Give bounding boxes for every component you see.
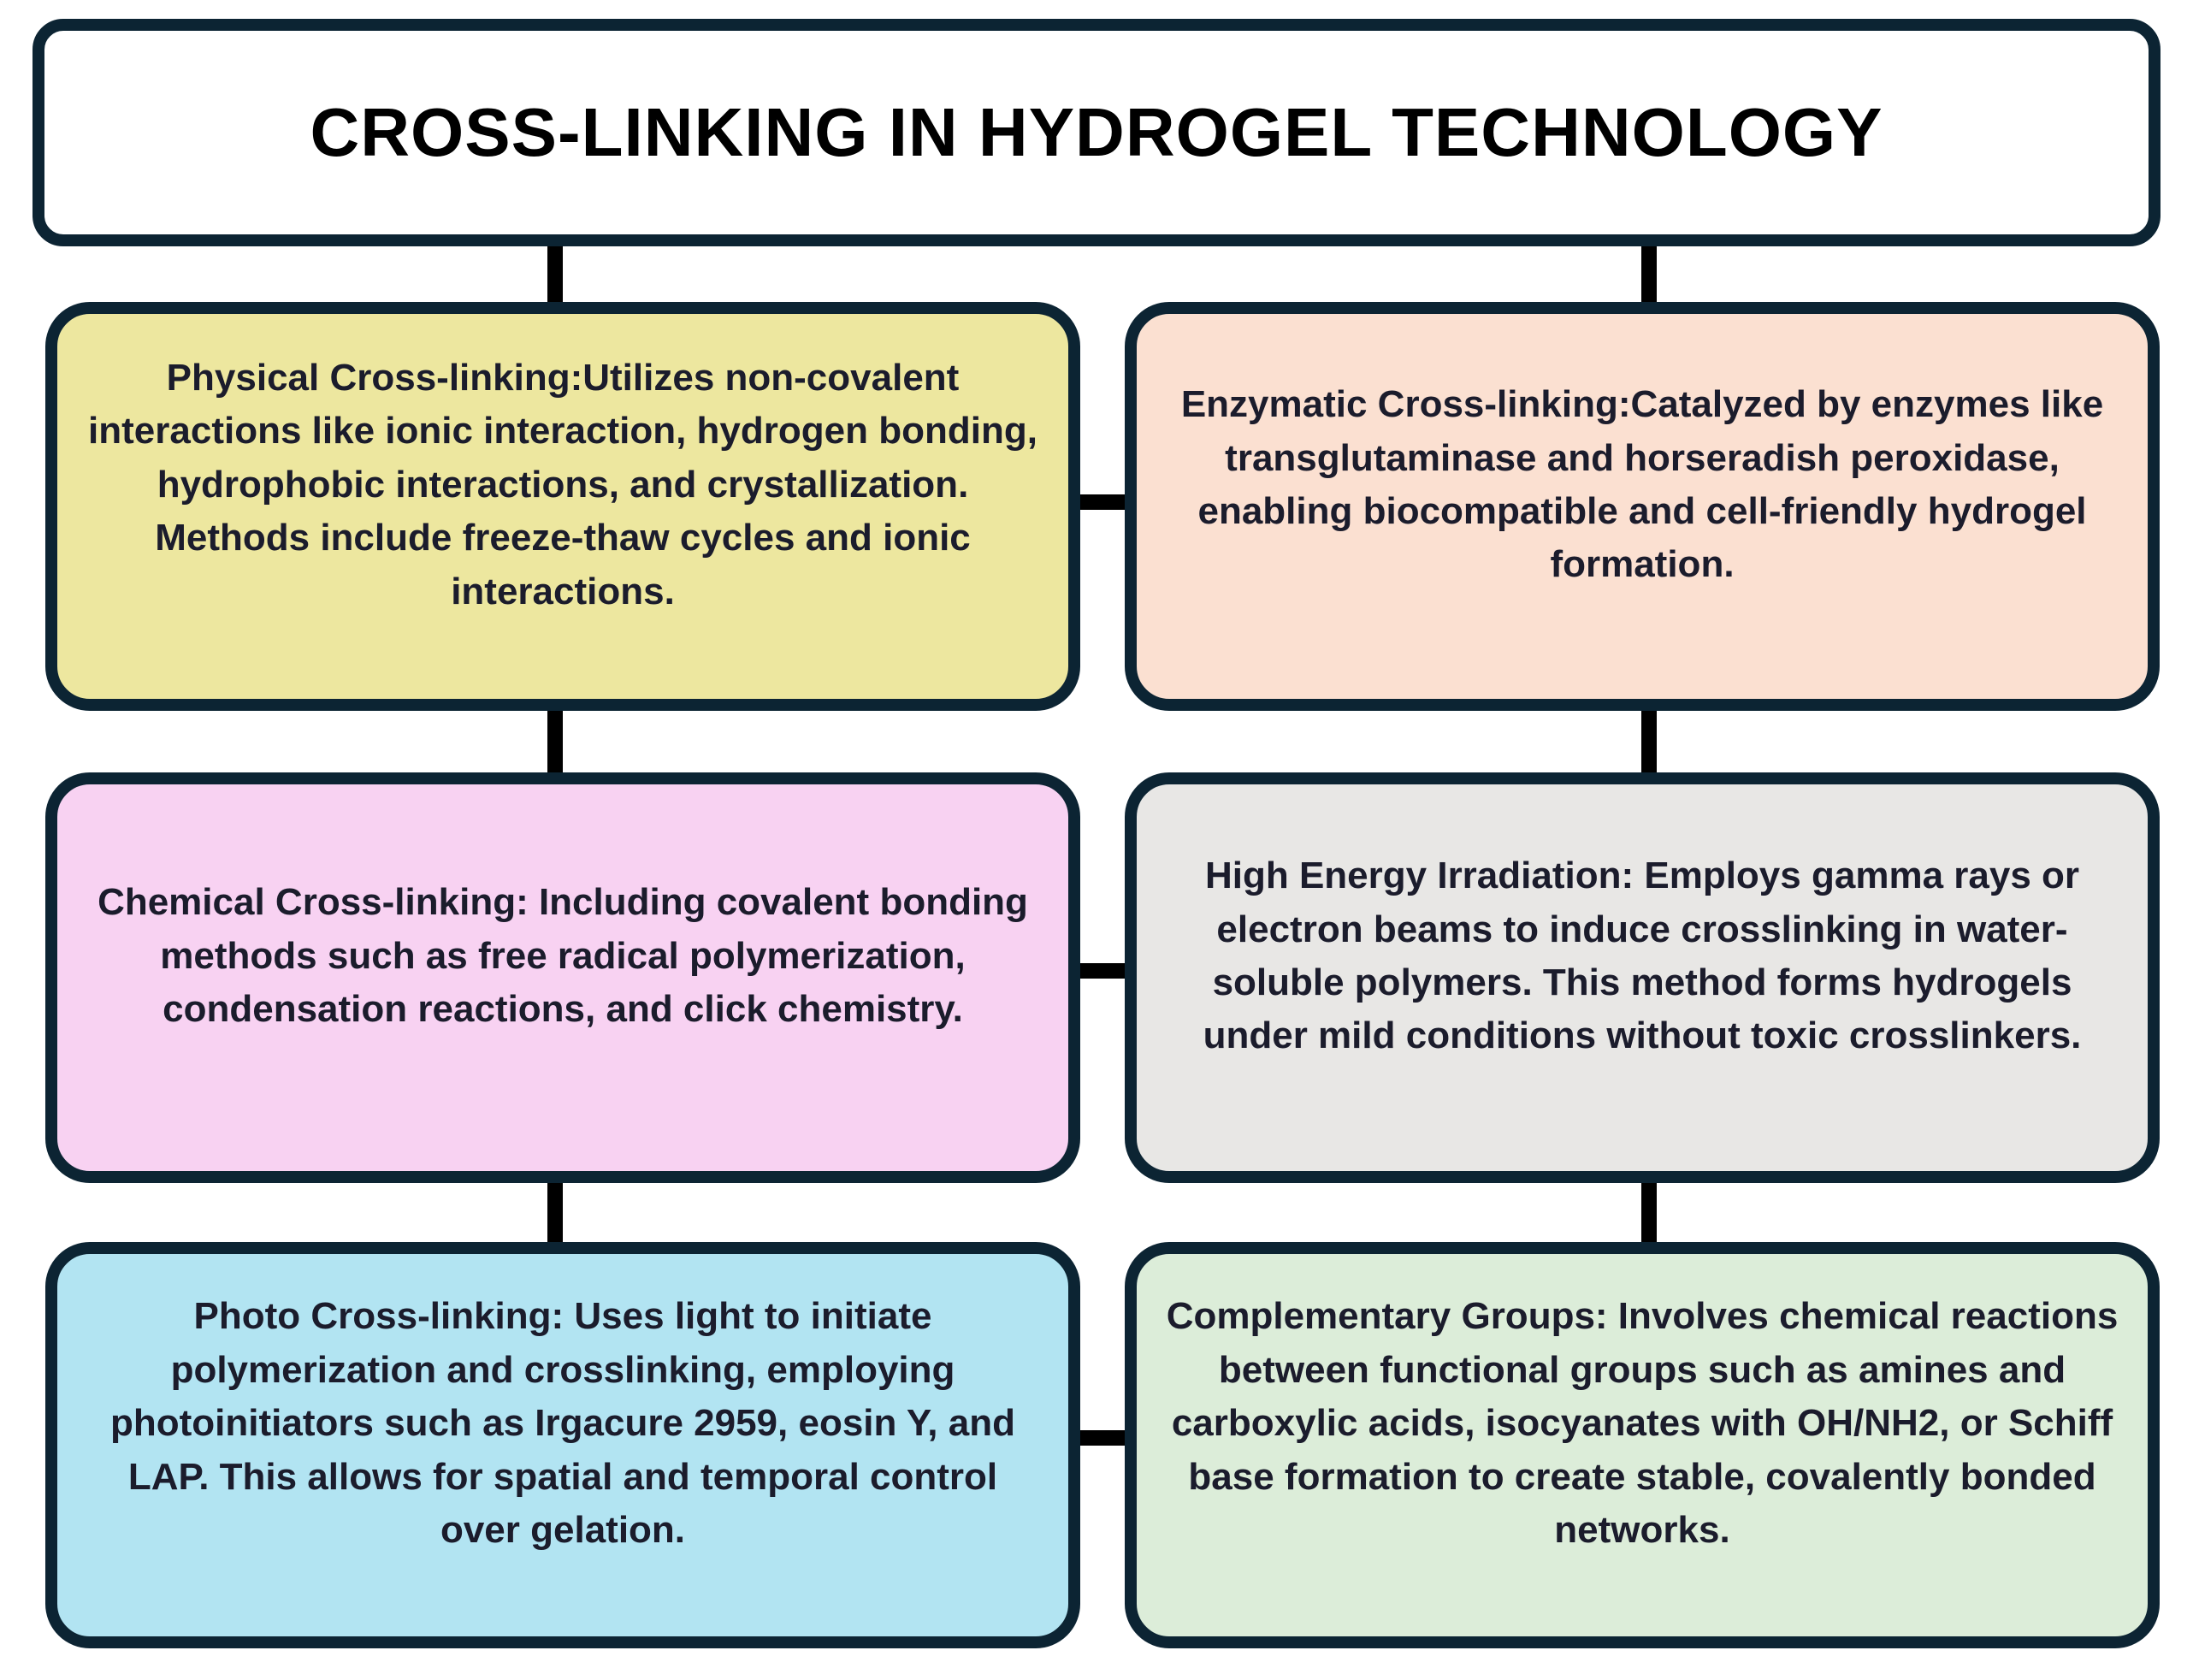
connector-chemical-to-photo [547, 1172, 563, 1253]
connector-title-to-physical [547, 231, 563, 312]
node-high-energy-irradiation: High Energy Irradiation: Employs gamma r… [1125, 772, 2160, 1183]
connector-photo-to-complementary [1069, 1430, 1136, 1446]
node-enzymatic-cross-linking-text: Enzymatic Cross-linking:Catalyzed by enz… [1180, 383, 2104, 586]
connector-physical-to-chemical [547, 701, 563, 783]
connector-chemical-to-high-energy [1069, 963, 1136, 979]
node-enzymatic-cross-linking: Enzymatic Cross-linking:Catalyzed by enz… [1125, 302, 2160, 711]
node-high-energy-irradiation-text: High Energy Irradiation: Employs gamma r… [1203, 855, 2082, 1057]
node-complementary-groups-text: Complementary Groups: Involves chemical … [1166, 1295, 2119, 1552]
node-photo-cross-linking: Photo Cross-linking: Uses light to initi… [45, 1242, 1080, 1648]
connector-title-to-enzymatic [1641, 231, 1657, 312]
connector-high-energy-to-complementary [1641, 1172, 1657, 1253]
node-physical-cross-linking-text: Physical Cross-linking:Utilizes non-cova… [88, 356, 1037, 612]
node-physical-cross-linking: Physical Cross-linking:Utilizes non-cova… [45, 302, 1080, 711]
title-box: CROSS-LINKING IN HYDROGEL TECHNOLOGY [33, 19, 2160, 246]
connector-enzymatic-to-high-energy [1641, 701, 1657, 783]
node-complementary-groups: Complementary Groups: Involves chemical … [1125, 1242, 2160, 1648]
connector-physical-to-enzymatic [1069, 494, 1136, 510]
node-chemical-cross-linking-text: Chemical Cross-linking: Including covale… [98, 881, 1028, 1031]
diagram-title: CROSS-LINKING IN HYDROGEL TECHNOLOGY [310, 94, 1883, 170]
node-photo-cross-linking-text: Photo Cross-linking: Uses light to initi… [110, 1295, 1015, 1552]
node-chemical-cross-linking: Chemical Cross-linking: Including covale… [45, 772, 1080, 1183]
